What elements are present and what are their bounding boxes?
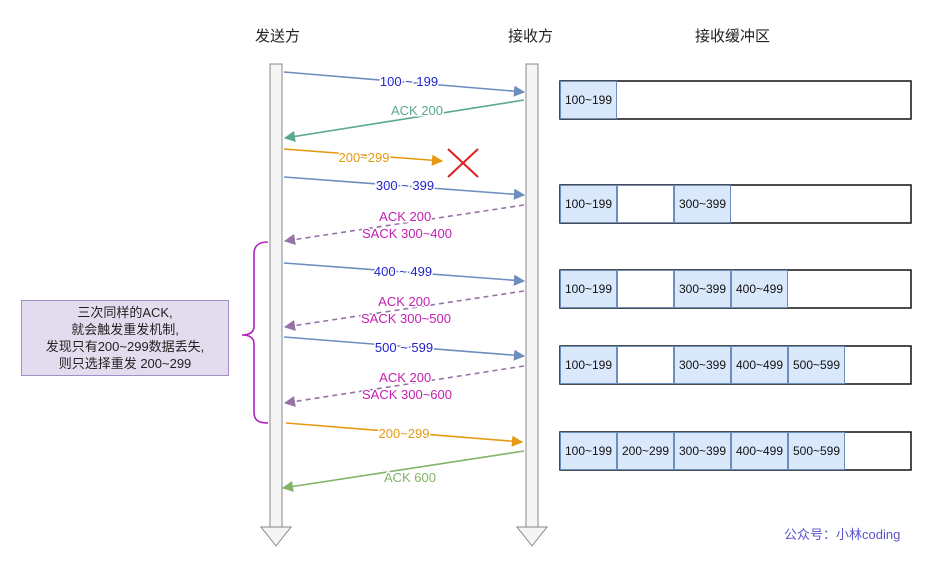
buffer-cell-label: 100~199 — [565, 197, 612, 211]
retransmit-arrow-200-299 — [285, 422, 524, 447]
buffer-cell-label: 100~199 — [565, 444, 612, 458]
label-ack-600: ACK 600 — [384, 470, 436, 485]
lost-arrow-200-299 — [283, 148, 444, 166]
buffer-cell-filled — [731, 270, 788, 308]
duplicate-ack-brace — [241, 241, 269, 424]
label-sack-300-600: ACK 200 SACK 300~600 — [362, 370, 452, 402]
receiver-header: 接收方 — [508, 28, 554, 45]
label-data-400-499: 400 ~ 499 — [374, 264, 432, 279]
buffer-cell-label: 500~599 — [793, 358, 840, 372]
buffer-cell-filled — [560, 81, 617, 119]
data-arrow-500-599 — [283, 336, 526, 361]
buffer-cell-label: 200~299 — [622, 444, 669, 458]
data-arrow-100-199 — [283, 71, 526, 97]
label-sack-300-500-line2: SACK 300~500 — [361, 311, 451, 326]
label-sack-300-600-line2: SACK 300~600 — [362, 387, 452, 402]
note-line-3: 发现只有200~299数据丢失, — [45, 339, 205, 354]
buffer-cell-empty — [617, 185, 674, 223]
label-sack-300-400-line2: SACK 300~400 — [362, 226, 452, 241]
buffer-cell-filled — [674, 432, 731, 470]
buffer-cell-empty — [617, 270, 674, 308]
sender-header: 发送方 — [255, 28, 301, 45]
receiver-timeline — [515, 63, 549, 547]
buffer-cell-filled — [674, 270, 731, 308]
receive-buffers: 100~199 100~199 300~399 100~199 300~399 400~4… — [559, 80, 912, 471]
watermark: 公众号：小林coding — [784, 527, 901, 542]
buffer-cell-filled — [788, 432, 845, 470]
label-sack-300-400: ACK 200 SACK 300~400 — [362, 209, 452, 241]
buffer-cell-filled — [560, 185, 617, 223]
buffer-cell-label: 100~199 — [565, 93, 612, 107]
retransmit-note: 三次同样的ACK, 就会触发重发机制, 发现只有200~299数据丢失, 则只选… — [21, 300, 229, 376]
label-sack-300-500-line1: ACK 200 — [378, 294, 430, 309]
note-line-2: 就会触发重发机制, — [71, 322, 179, 337]
label-sack-300-500: ACK 200 SACK 300~500 — [361, 294, 451, 326]
buffer-cell-filled — [731, 346, 788, 384]
buffer-cell-label: 400~499 — [736, 358, 783, 372]
sack-arrow-300-500 — [283, 290, 525, 332]
sack-arrow-300-400 — [283, 204, 525, 246]
lost-x-icon — [447, 148, 479, 178]
buffer-cell-label: 400~499 — [736, 444, 783, 458]
buffer-cell-filled — [674, 346, 731, 384]
ack-arrow-600 — [281, 450, 525, 493]
sender-timeline — [259, 63, 293, 547]
data-arrow-400-499 — [283, 262, 526, 286]
buffer-cell-filled — [731, 432, 788, 470]
buffer-cell-filled — [560, 346, 617, 384]
buffer-row-1 — [559, 80, 912, 120]
label-data-300-399: 300 ~ 399 — [376, 178, 434, 193]
label-sack-300-600-line1: ACK 200 — [379, 370, 431, 385]
buffer-cell-label: 100~199 — [565, 282, 612, 296]
note-line-4: 则只选择重发 200~299 — [58, 356, 192, 371]
label-ack-200: ACK 200 — [391, 103, 443, 118]
note-line-1: 三次同样的ACK, — [77, 305, 173, 320]
buffer-cell-label: 300~399 — [679, 282, 726, 296]
buffer-cell-filled — [617, 432, 674, 470]
label-lost-200-299: 200~299 — [339, 150, 390, 165]
data-arrow-300-399 — [283, 176, 526, 200]
buffer-cell-label: 400~499 — [736, 282, 783, 296]
buffer-cell-label: 300~399 — [679, 444, 726, 458]
buffer-cell-label: 300~399 — [679, 197, 726, 211]
buffer-header: 接收缓冲区 — [695, 28, 771, 45]
buffer-cell-filled — [788, 346, 845, 384]
label-data-100-199: 100 ~ 199 — [380, 74, 438, 89]
ack-arrow-200 — [283, 99, 525, 142]
buffer-cell-label: 100~199 — [565, 358, 612, 372]
label-data-500-599: 500 ~ 599 — [375, 340, 433, 355]
buffer-cell-label: 500~599 — [793, 444, 840, 458]
buffer-cell-empty — [617, 346, 674, 384]
buffer-cell-filled — [674, 185, 731, 223]
buffer-cell-filled — [560, 432, 617, 470]
sack-arrow-300-600 — [283, 365, 525, 407]
buffer-cell-filled — [560, 270, 617, 308]
buffer-cell-label: 300~399 — [679, 358, 726, 372]
label-retransmit-200-299: 200~299 — [379, 426, 430, 441]
label-sack-300-400-line1: ACK 200 — [379, 209, 431, 224]
